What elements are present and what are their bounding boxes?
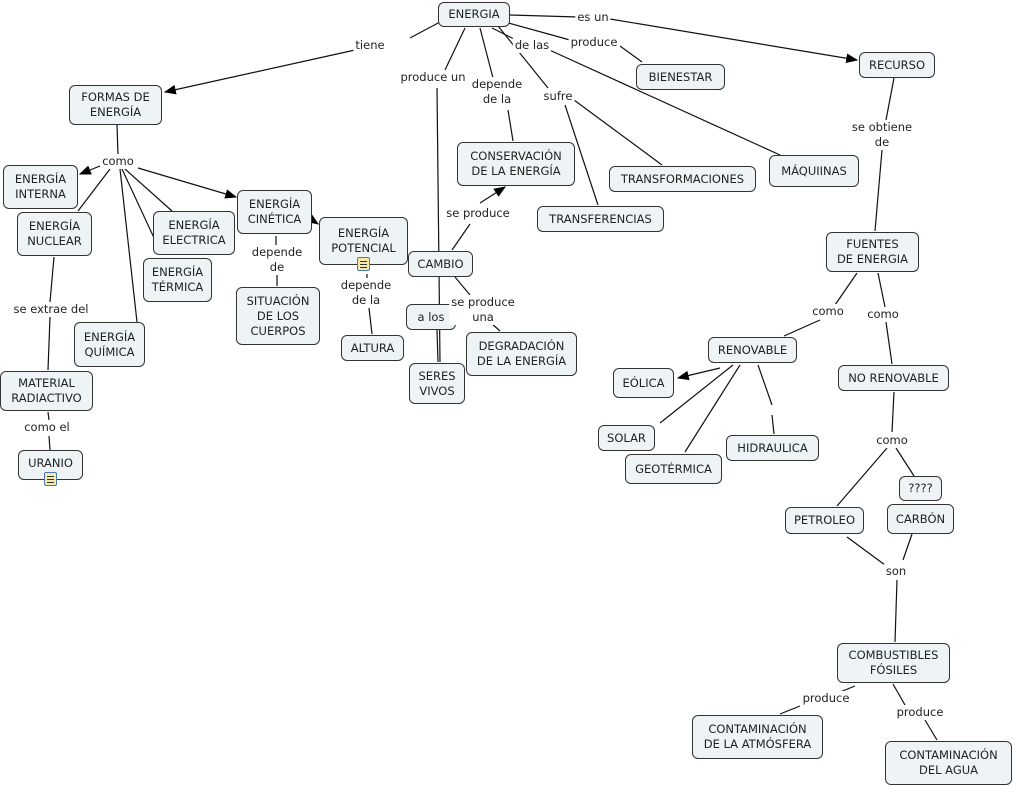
node-solar[interactable]: SOLAR	[598, 425, 655, 451]
link-label-produce-agua: produce	[894, 705, 946, 720]
link-label-se-obtiene-de: se obtiene de	[849, 120, 915, 150]
resource-icon[interactable]	[357, 257, 370, 271]
node-energia-interna[interactable]: ENERGÍA INTERNA	[3, 165, 78, 209]
node-energia-quimica[interactable]: ENERGÍA QUÍMICA	[74, 322, 145, 367]
resource-icon[interactable]	[44, 472, 57, 486]
node-situacion-cuerpos[interactable]: SITUACIÓN DE LOS CUERPOS	[236, 287, 320, 345]
link-label-depende-de-la-2: depende de la	[338, 278, 394, 308]
node-seres-vivos[interactable]: SERES VIVOS	[409, 363, 465, 404]
link-label-se-produce-una: se produce una	[449, 295, 517, 325]
link-label-son: son	[883, 564, 909, 579]
link-label-depende-de-la: depende de la	[469, 77, 525, 107]
link-label-es-un: es un	[575, 10, 611, 25]
link-label-produce-atmosfera: produce	[800, 691, 852, 706]
node-bienestar[interactable]: BIENESTAR	[636, 64, 725, 90]
link-label-de-las: de las	[512, 38, 552, 53]
link-label-como: como	[100, 154, 136, 169]
node-conservacion[interactable]: CONSERVACIÓN DE LA ENERGÍA	[457, 142, 575, 186]
link-label-se-produce: se produce	[444, 206, 512, 221]
node-hidraulica[interactable]: HIDRAULICA	[726, 435, 819, 461]
node-cambio[interactable]: CAMBIO	[408, 251, 473, 277]
node-formas-de-energia[interactable]: FORMAS DE ENERGÍA	[69, 85, 162, 125]
node-uranio[interactable]: URANIO	[18, 450, 83, 480]
node-transferencias[interactable]: TRANSFERENCIAS	[537, 206, 664, 232]
node-energia-termica[interactable]: ENERGÍA TÉRMICA	[143, 258, 212, 302]
node-geotermica[interactable]: GEOTÉRMICA	[625, 454, 722, 484]
node-energia-electrica[interactable]: ENERGÍA ELECTRICA	[153, 211, 235, 255]
node-material-radiactivo[interactable]: MATERIAL RADIACTIVO	[0, 371, 93, 411]
node-contaminacion-atmosfera[interactable]: CONTAMINACIÓN DE LA ATMÓSFERA	[692, 715, 823, 759]
link-label-depende-de: depende de	[249, 245, 305, 275]
node-degradacion[interactable]: DEGRADACIÓN DE LA ENERGÍA	[466, 332, 577, 376]
node-energia-nuclear[interactable]: ENERGÍA NUCLEAR	[17, 212, 92, 256]
node-unknown[interactable]: ????	[899, 476, 942, 501]
node-eolica[interactable]: EÓLICA	[613, 368, 674, 398]
node-altura[interactable]: ALTURA	[341, 335, 404, 361]
node-combustibles-fosiles[interactable]: COMBUSTIBLES FÓSILES	[837, 643, 950, 683]
node-fuentes-de-energia[interactable]: FUENTES DE ENERGIA	[826, 232, 919, 272]
link-label-sufre: sufre	[541, 89, 575, 104]
node-contaminacion-agua[interactable]: CONTAMINACIÓN DEL AGUA	[885, 741, 1012, 785]
link-label-se-extrae-del: se extrae del	[11, 302, 91, 317]
node-energia[interactable]: ENERGIA	[438, 2, 510, 27]
node-no-renovable[interactable]: NO RENOVABLE	[838, 365, 949, 391]
link-label-como-no-renovable: como	[865, 307, 901, 322]
node-renovable[interactable]: RENOVABLE	[708, 337, 797, 363]
node-recurso[interactable]: RECURSO	[859, 52, 935, 78]
node-energia-cinetica[interactable]: ENERGÍA CINÉTICA	[237, 190, 312, 234]
node-energia-potencial[interactable]: ENERGÍA POTENCIAL	[319, 217, 408, 265]
node-transformaciones[interactable]: TRANSFORMACIONES	[609, 166, 756, 192]
node-carbon[interactable]: CARBÓN	[887, 504, 954, 534]
link-label-como-el: como el	[22, 420, 72, 435]
node-petroleo[interactable]: PETROLEO	[785, 507, 864, 534]
link-label-produce: produce	[568, 35, 620, 50]
link-label-como-renovable: como	[810, 304, 846, 319]
node-maquinas[interactable]: MÁQUIINAS	[769, 155, 859, 187]
link-label-como-fuentes: como	[874, 433, 910, 448]
link-label-produce-un: produce un	[398, 70, 468, 85]
link-label-tiene: tiene	[353, 38, 387, 53]
